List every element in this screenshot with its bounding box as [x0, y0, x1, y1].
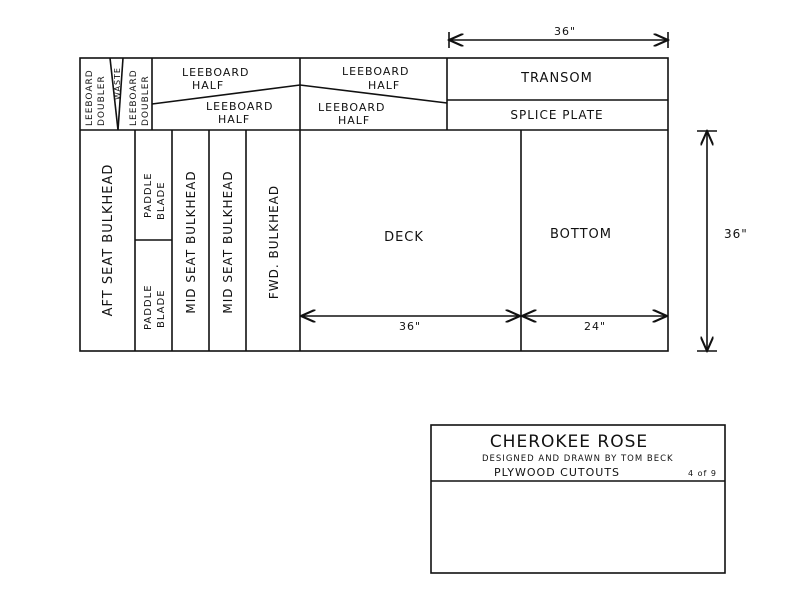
svg-text:PADDLE: PADDLE	[143, 172, 154, 218]
transom: TRANSOM	[520, 71, 593, 86]
svg-text:36": 36"	[724, 227, 748, 241]
paddle-blade-1: PADDLE BLADE	[143, 172, 167, 220]
fwd-bulkhead: FWD. BULKHEAD	[267, 185, 281, 299]
svg-text:PADDLE: PADDLE	[143, 284, 154, 330]
aft-seat-bulkhead: AFT SEAT BULKHEAD	[101, 164, 116, 317]
bottom: BOTTOM	[550, 227, 612, 242]
leeboard-half-4: LEEBOARD HALF	[318, 101, 386, 127]
mid-seat-bulkhead-1: MID SEAT BULKHEAD	[184, 170, 198, 313]
leeboard-half-2: LEEBOARD HALF	[206, 100, 274, 126]
deck: DECK	[384, 230, 424, 245]
svg-text:LEEBOARD: LEEBOARD	[85, 69, 95, 126]
title-block: CHEROKEE ROSE DESIGNED AND DRAWN BY TOM …	[430, 424, 726, 574]
svg-text:36": 36"	[554, 25, 576, 38]
mid-seat-bulkhead-2: MID SEAT BULKHEAD	[221, 170, 235, 313]
leeboard-doubler-2: LEEBOARD DOUBLER	[129, 69, 151, 126]
svg-text:LEEBOARD: LEEBOARD	[206, 100, 274, 113]
svg-text:LEEBOARD: LEEBOARD	[182, 66, 250, 79]
dimension-deck: 36"	[301, 316, 520, 333]
dimension-top: 36"	[449, 25, 668, 48]
dimension-right: 36"	[697, 131, 748, 351]
title: CHEROKEE ROSE	[490, 432, 648, 452]
svg-text:BLADE: BLADE	[156, 289, 167, 328]
leeboard-doubler-1: LEEBOARD DOUBLER	[85, 69, 107, 126]
dimension-bottom: 24"	[522, 316, 667, 333]
paddle-blade-2: PADDLE BLADE	[143, 284, 167, 330]
svg-text:LEEBOARD: LEEBOARD	[129, 69, 139, 126]
plywood-sheet	[79, 57, 669, 352]
leeboard-half-1: LEEBOARD HALF	[182, 66, 250, 92]
svg-text:LEEBOARD: LEEBOARD	[318, 101, 386, 114]
svg-text:HALF: HALF	[218, 113, 250, 126]
svg-text:LEEBOARD: LEEBOARD	[342, 65, 410, 78]
svg-text:HALF: HALF	[338, 114, 370, 127]
subtitle: PLYWOOD CUTOUTS	[494, 466, 620, 479]
svg-text:BLADE: BLADE	[156, 181, 167, 220]
splice-plate: SPLICE PLATE	[510, 108, 603, 122]
svg-text:HALF: HALF	[192, 79, 224, 92]
svg-text:36": 36"	[399, 320, 421, 333]
leeboard-half-3: LEEBOARD HALF	[342, 65, 410, 92]
svg-text:DOUBLER: DOUBLER	[141, 75, 151, 126]
svg-text:24": 24"	[584, 320, 606, 333]
svg-text:DOUBLER: DOUBLER	[97, 75, 107, 126]
credit: DESIGNED AND DRAWN BY TOM BECK	[482, 454, 674, 464]
svg-text:HALF: HALF	[368, 79, 400, 92]
waste: WASTE	[113, 67, 122, 100]
sheet-number: 4 of 9	[688, 469, 717, 478]
